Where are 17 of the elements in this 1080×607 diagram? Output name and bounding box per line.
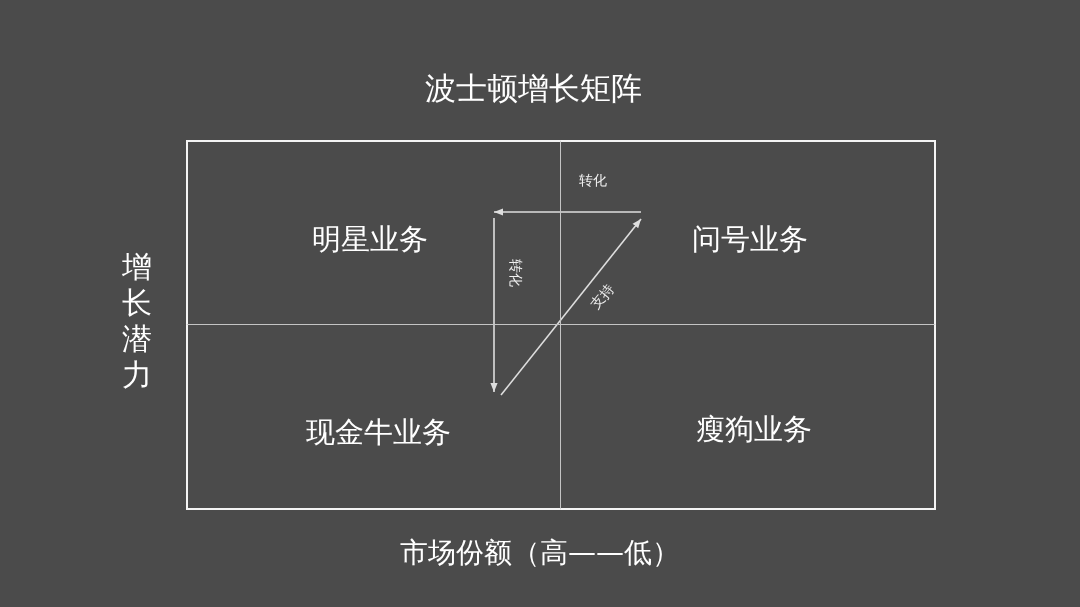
quadrant-label: 明星业务 (312, 221, 428, 258)
matrix-quadrant (561, 325, 936, 510)
arrow (490, 217, 498, 393)
matrix-quadrant (561, 140, 936, 325)
quadrant-label: 问号业务 (692, 221, 808, 258)
matrix-quadrant (186, 140, 561, 325)
arrow (493, 208, 642, 216)
edge-label: 转化 (507, 259, 524, 287)
matrix-quadrant (186, 325, 561, 510)
quadrant-label: 瘦狗业务 (696, 411, 812, 448)
arrow (500, 218, 642, 396)
quadrant-label: 现金牛业务 (305, 414, 451, 451)
diagram-title: 波士顿增长矩阵 (424, 69, 642, 108)
edge-label: 支持 (587, 280, 619, 314)
axis-label: 市场份额（高——低） (400, 535, 680, 571)
axis-label: 增长潜力 (122, 249, 152, 393)
edge-label: 转化 (578, 172, 607, 190)
